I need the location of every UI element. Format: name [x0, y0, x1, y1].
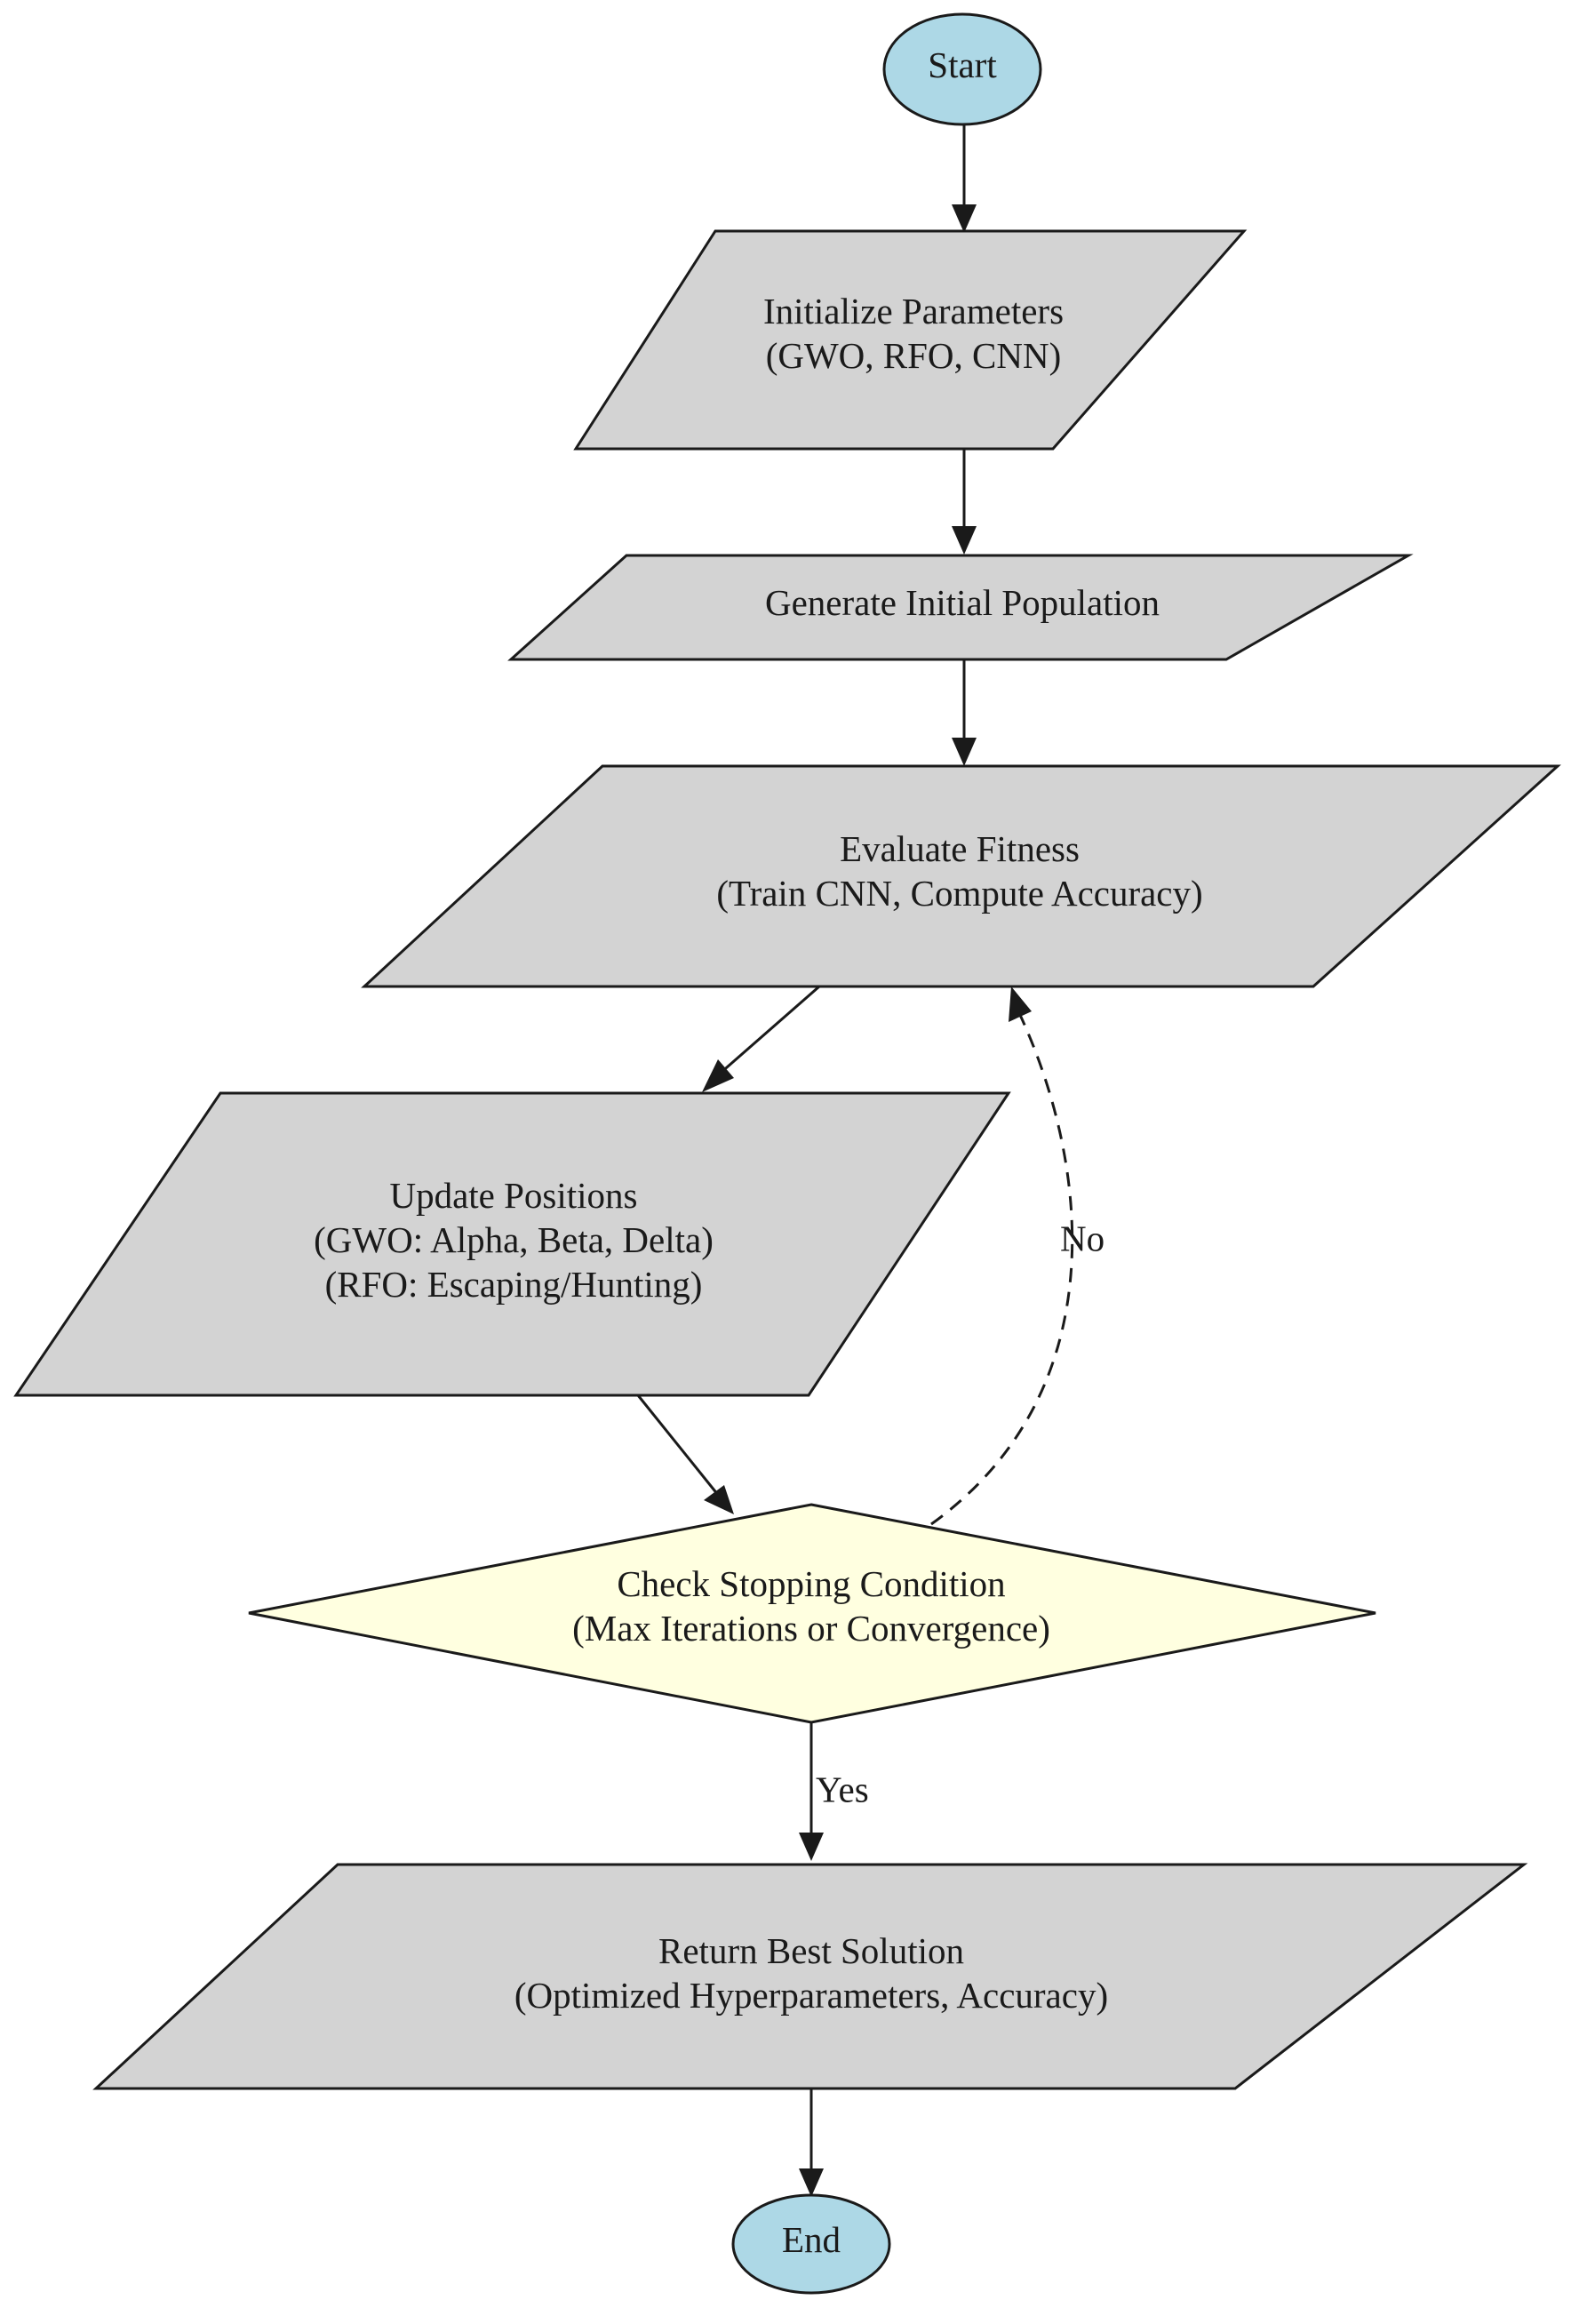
node-label-line: Evaluate Fitness: [840, 828, 1080, 869]
node-label-line: Check Stopping Condition: [617, 1563, 1005, 1604]
generate-label: Generate Initial Population: [765, 582, 1160, 623]
node-label-line: Return Best Solution: [658, 1930, 964, 1971]
generate-node: Generate Initial Population: [507, 554, 1414, 661]
update-node: Update Positions(GWO: Alpha, Beta, Delta…: [13, 1091, 1011, 1397]
generate-shape: [507, 554, 1414, 661]
edge-generate-to-evaluate: [952, 659, 977, 766]
node-label-line: End: [782, 2219, 841, 2260]
return-node: Return Best Solution(Optimized Hyperpara…: [92, 1863, 1528, 2090]
end-shape: [731, 2193, 891, 2295]
edge-update-to-check: [636, 1394, 734, 1514]
start-label: Start: [928, 44, 997, 85]
update-label: Update Positions(GWO: Alpha, Beta, Delta…: [314, 1175, 714, 1305]
node-label-line: (RFO: Escaping/Hunting): [325, 1264, 703, 1305]
start-node: Start: [882, 12, 1042, 126]
evaluate-shape: [361, 764, 1561, 988]
check-shape: [248, 1503, 1376, 1724]
edge-label-yes: Yes: [816, 1769, 869, 1809]
update-shape: [13, 1091, 1011, 1397]
node-label-line: Generate Initial Population: [765, 582, 1160, 623]
edge-init-to-generate: [952, 449, 977, 555]
node-label-line: Initialize Parameters: [763, 291, 1064, 331]
node-label-line: (GWO, RFO, CNN): [766, 335, 1062, 376]
edge-evaluate-to-update: [702, 985, 820, 1092]
node-label-line: (Optimized Hyperparameters, Accuracy): [514, 1975, 1108, 2016]
start-shape: [882, 12, 1042, 126]
node-label-line: Update Positions: [389, 1175, 637, 1216]
init-shape: [573, 229, 1248, 451]
end-label: End: [782, 2219, 841, 2260]
node-label-line: (Max Iterations or Convergence): [572, 1608, 1050, 1649]
edge-check-to-return-yes: [799, 1722, 824, 1861]
edge-start-to-init: [952, 124, 977, 233]
return-shape: [92, 1863, 1528, 2090]
check-node: Check Stopping Condition(Max Iterations …: [248, 1503, 1376, 1724]
node-label-line: Start: [928, 44, 997, 85]
return-label: Return Best Solution(Optimized Hyperpara…: [514, 1930, 1108, 2016]
check-label: Check Stopping Condition(Max Iterations …: [572, 1563, 1050, 1649]
evaluate-label: Evaluate Fitness(Train CNN, Compute Accu…: [716, 828, 1202, 914]
init-label: Initialize Parameters(GWO, RFO, CNN): [763, 291, 1064, 376]
edge-check-to-evaluate-no: [930, 986, 1074, 1526]
edge-return-to-end: [799, 2088, 824, 2197]
edge-label-no: No: [1060, 1218, 1104, 1258]
init-node: Initialize Parameters(GWO, RFO, CNN): [573, 229, 1248, 451]
node-label-line: (GWO: Alpha, Beta, Delta): [314, 1219, 714, 1260]
evaluate-node: Evaluate Fitness(Train CNN, Compute Accu…: [361, 764, 1561, 988]
node-label-line: (Train CNN, Compute Accuracy): [716, 873, 1202, 914]
end-node: End: [731, 2193, 891, 2295]
